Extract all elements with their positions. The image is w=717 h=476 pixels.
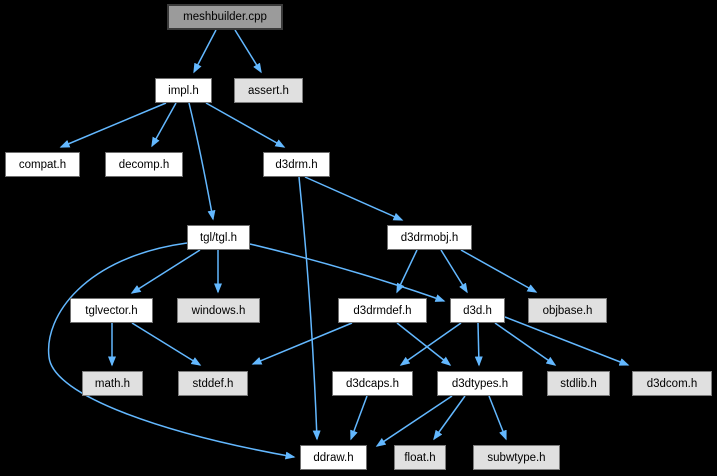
edge-impl-h-to-tgl-tgl-h: [188, 102, 216, 221]
edge-d3drmobj-h-to-objbase-h: [460, 249, 538, 293]
edge-d3dtypes-h-to-float-h: [433, 395, 466, 441]
node-ddraw-h[interactable]: ddraw.h: [300, 445, 367, 470]
edge-impl-h-to-compat-h: [59, 102, 167, 148]
node-objbase-h: objbase.h: [528, 298, 607, 323]
edge-d3dcaps-h-to-ddraw-h: [350, 395, 368, 441]
edge-d3d-h-to-d3dtypes-h: [474, 322, 483, 367]
edge-impl-h-to-decomp-h: [151, 102, 177, 148]
node-stdlib-h: stdlib.h: [547, 371, 610, 396]
node-d3drm-h[interactable]: d3drm.h: [263, 152, 330, 177]
edge-d3d-h-to-d3dcaps-h: [399, 322, 462, 366]
edge-d3drmdef-h-to-stddef-h: [251, 322, 353, 365]
edge-impl-h-to-d3drm-h: [205, 102, 286, 148]
edge-tglvector-h-to-stddef-h: [131, 322, 202, 366]
node-d3dtypes-h[interactable]: d3dtypes.h: [437, 371, 523, 396]
node-subwtype-h: subwtype.h: [473, 445, 560, 470]
node-d3drmdef-h[interactable]: d3drmdef.h: [338, 298, 427, 323]
edge-d3d-h-to-d3dcom-h: [504, 316, 630, 366]
edge-tgl-tgl-h-to-ddraw-h: [47, 242, 296, 460]
node-d3d-h[interactable]: d3d.h: [450, 298, 505, 323]
node-math-h: math.h: [82, 371, 143, 396]
edge-d3drmobj-h-to-d3drmdef-h: [396, 249, 418, 294]
edge-d3drm-h-to-ddraw-h: [298, 176, 321, 441]
edge-d3dtypes-h-to-ddraw-h: [375, 395, 453, 447]
node-decomp-h[interactable]: decomp.h: [105, 152, 183, 177]
edge-d3drmdef-h-to-d3dtypes-h: [396, 322, 452, 366]
edge-d3drmobj-h-to-d3d-h: [440, 249, 468, 294]
edge-meshbuilder-cpp-to-assert-h: [234, 29, 262, 74]
node-tglvector-h[interactable]: tglvector.h: [70, 298, 153, 323]
node-d3dcaps-h[interactable]: d3dcaps.h: [332, 371, 413, 396]
node-windows-h: windows.h: [177, 298, 260, 323]
edge-meshbuilder-cpp-to-impl-h: [193, 29, 217, 74]
edge-d3d-h-to-stdlib-h: [494, 322, 557, 366]
edge-tgl-tgl-h-to-tglvector-h: [130, 249, 201, 294]
node-meshbuilder-cpp: meshbuilder.cpp: [167, 4, 283, 30]
edge-d3dtypes-h-to-subwtype-h: [488, 395, 507, 441]
node-assert-h: assert.h: [234, 78, 303, 103]
node-compat-h[interactable]: compat.h: [5, 152, 80, 177]
node-tgl-tgl-h[interactable]: tgl/tgl.h: [187, 225, 250, 250]
node-impl-h[interactable]: impl.h: [155, 78, 212, 103]
edge-tgl-tgl-h-to-d3d-h: [249, 243, 446, 302]
node-float-h: float.h: [394, 445, 446, 470]
node-stddef-h: stddef.h: [178, 371, 248, 396]
node-d3dcom-h: d3dcom.h: [632, 371, 712, 396]
edge-d3drm-h-to-d3drmobj-h: [304, 176, 404, 221]
node-d3drmobj-h[interactable]: d3drmobj.h: [387, 225, 472, 250]
